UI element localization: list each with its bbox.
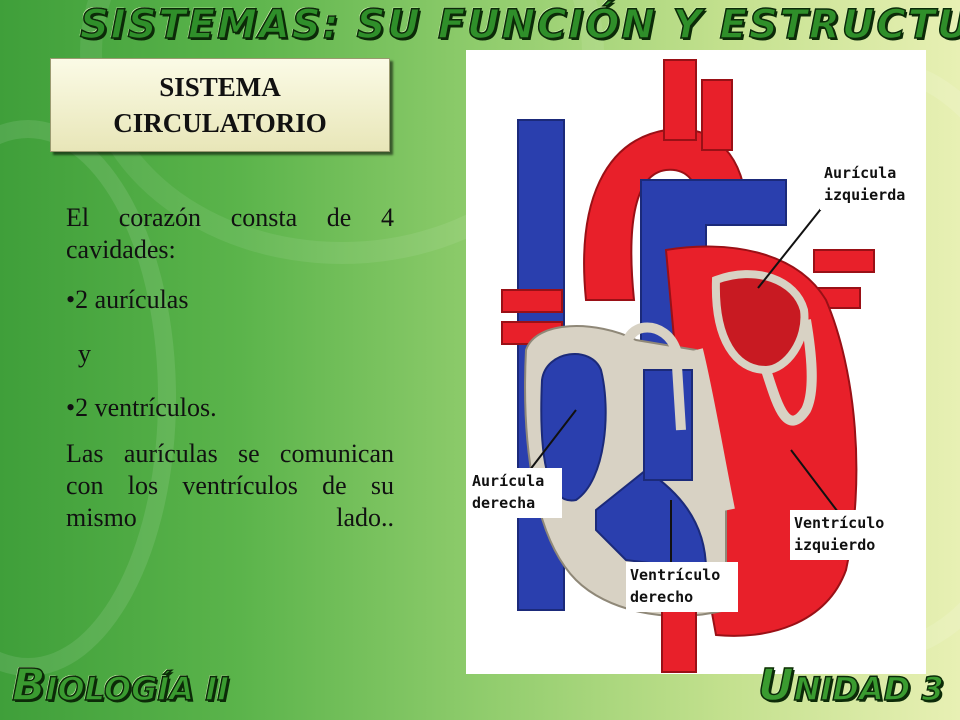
label-bg <box>820 160 924 210</box>
leader-line <box>757 199 829 289</box>
label-auricula-izquierda-1: Aurícula <box>824 164 896 182</box>
conjunction-text: y <box>78 339 91 368</box>
footer-course-title: BIOLOGÍA II <box>11 659 230 712</box>
aorta-branch <box>701 79 733 151</box>
label-bg <box>626 562 738 612</box>
section-title-line1: SISTEMA <box>159 72 281 102</box>
footer-course-rest: IOLOGÍA II <box>45 669 230 709</box>
leader-line <box>525 409 577 476</box>
bullet-ventriculos: •2 ventrículos. <box>66 393 217 422</box>
label-ventriculo-izquierdo-1: Ventrículo <box>794 514 884 532</box>
footer-unit-rest: NIDAD 3 <box>793 669 944 709</box>
label-bg <box>790 510 902 560</box>
valve-wall <box>761 319 817 426</box>
heart-diagram: Aurícula izquierda Aurícula derecha Vent… <box>466 50 926 674</box>
pulmonary-vein-left <box>501 289 563 313</box>
label-ventriculo-derecho-1: Ventrículo <box>630 566 720 584</box>
section-title-box: SISTEMA CIRCULATORIO <box>50 58 390 152</box>
slide-header-title: SISTEMAS: SU FUNCIÓN Y ESTRUCTURA <box>79 1 960 49</box>
left-atrium <box>711 270 809 375</box>
right-ventricle-channel <box>643 369 693 481</box>
footer-course-initial: B <box>11 659 46 712</box>
bullet-auriculas: •2 aurículas <box>66 285 189 314</box>
section-title-line2: CIRCULATORIO <box>113 108 327 138</box>
footer-unit-initial: U <box>757 659 794 712</box>
vena-cava-inferior <box>661 609 697 673</box>
label-ventriculo-derecho-2: derecho <box>630 588 693 606</box>
label-ventriculo-izquierdo-2: izquierdo <box>794 536 875 554</box>
closing-paragraph: Las aurículas se comunican con los ventr… <box>66 439 394 532</box>
label-auricula-derecha-1: Aurícula <box>472 472 544 490</box>
body-text: El corazón consta de 4 cavidades: •2 aur… <box>66 202 394 534</box>
label-auricula-derecha-2: derecha <box>472 494 535 512</box>
aorta-branch <box>663 59 697 141</box>
label-bg <box>468 468 562 518</box>
intro-paragraph: El corazón consta de 4 cavidades: <box>66 203 394 264</box>
footer-unit-title: UNIDAD 3 <box>757 659 944 712</box>
valve-wall <box>621 322 686 431</box>
pulmonary-vein-right <box>813 249 875 273</box>
septum <box>689 348 735 512</box>
leader-line <box>790 449 839 513</box>
heart-diagram-svg: Aurícula izquierda Aurícula derecha Vent… <box>468 59 924 673</box>
label-auricula-izquierda-2: izquierda <box>824 186 905 204</box>
